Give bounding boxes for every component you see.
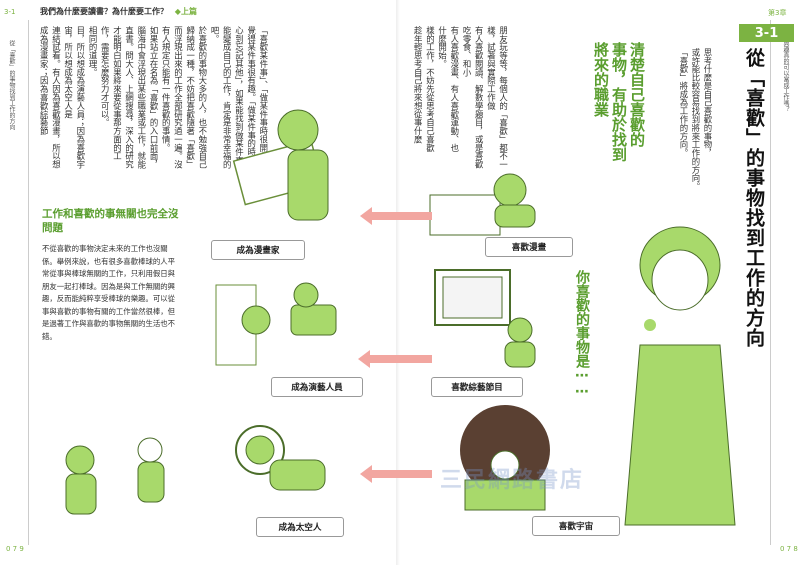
body-paragraph: 趁年輕思考自己將來想從事什麼 xyxy=(413,26,424,144)
manga-artist-illustration xyxy=(232,109,329,221)
page-title: 從「喜歡」的事物找到工作的方向 xyxy=(743,48,765,348)
body-paragraph: 「喜歡某件事」、「做某件事時很開心」，覺得某件事很有趣。「做某件事的時候專心到忘… xyxy=(210,26,269,173)
right-side-caption: 興趣真的可以當成工作嗎？ xyxy=(782,40,789,112)
caption-like-manga: 喜歡漫畫 xyxy=(485,237,573,257)
body-paragraph: 什麼開始。 xyxy=(437,26,448,68)
subtitle: 思考什麼是自己喜歡的事物， 或許能比較容易找到將來工作的方向。 「喜歡」將成為工… xyxy=(678,48,714,198)
side-note-box: 工作和喜歡的事無關也完全沒問題 不從喜歡的事物決定未來的工作也沒關係。舉例來說，… xyxy=(42,207,182,472)
body-paragraph: 有人喜歡閱讀、解數學題目，或是喜歡吃零食、和小 xyxy=(462,26,485,169)
body-text: 「喜歡某件事」、「做某件事時很開心」，覺得某件事很有趣。「做某件事的時候專心到忘… xyxy=(38,26,270,176)
subtitle-line: 思考什麼是自己喜歡的事物， xyxy=(703,48,713,158)
body-paragraph: 有人喜歡漫畫、有人喜歡運動、也 xyxy=(449,26,460,152)
left-page: 3-1 從「喜歡」的事物找到工作的方向 我們為什麼要讀書？為什麼要工作？ ◆上篇… xyxy=(4,6,363,553)
caption-like-variety: 喜歡綜藝節目 xyxy=(431,377,523,397)
astronaut-illustration xyxy=(235,425,326,491)
side-note-title: 工作和喜歡的事無關也完全沒問題 xyxy=(42,208,179,234)
body-paragraph: 朋友玩等等，每個人的「喜歡」都不一樣，試著與實際工作做 xyxy=(486,26,509,169)
heading-line: 事物，有助於找到 xyxy=(610,42,628,162)
body-text-right: 朋友玩等等，每個人的「喜歡」都不一樣，試著與實際工作做 有人喜歡閱讀、解數學題目… xyxy=(412,26,510,176)
left-side-caption: 從「喜歡」的事物找到工作的方向 xyxy=(8,40,15,130)
question-text: 你喜歡的事物是⋯⋯ xyxy=(574,270,590,400)
entertainer-illustration xyxy=(215,282,337,366)
body-paragraph: 樣的工作，不妨先從思考自己喜歡 xyxy=(425,26,436,152)
caption-like-space: 喜歡宇宙 xyxy=(532,516,620,536)
side-note-text: 不從喜歡的事物決定未來的工作也沒關係。舉例來說，也有很多喜歡棒球的人平常從事與棒… xyxy=(42,244,176,341)
left-side-strip xyxy=(14,20,29,545)
caption-manga-artist: 成為漫畫家 xyxy=(211,240,305,260)
space-book-illustration xyxy=(460,405,550,511)
reading-manga-illustration xyxy=(429,173,536,236)
girl-illustration xyxy=(624,226,736,526)
watching-tv-illustration xyxy=(434,269,536,368)
section-heading: 清楚自己喜歡的 事物，有助於找到 將來的職業 xyxy=(592,42,646,192)
right-side-strip xyxy=(770,20,785,545)
body-paragraph: 如果站立在名為「喜歡」的入口前面，腦海中會浮現出某些職業或工作，就能直書。問大人… xyxy=(100,26,160,169)
body-paragraph: 連結試看。有人因為喜歡漫畫，所以想成為漫畫家；因為喜歡綜藝節 xyxy=(39,26,62,169)
arrow-manga xyxy=(360,207,432,225)
body-paragraph: 目，所以想成為演藝人員；因為喜歡宇宙，所以想成為太空人是 xyxy=(63,26,86,169)
heading-line: 將來的職業 xyxy=(592,42,610,117)
body-paragraph: 相同的道理。 xyxy=(88,26,99,77)
caption-astronaut: 成為太空人 xyxy=(256,517,344,537)
running-header: 我們為什麼要讀書？為什麼要工作？ ◆上篇 xyxy=(40,6,197,17)
watermark: 三民網路書店 xyxy=(440,468,585,493)
subtitle-line: 或許能比較容易找到將來工作的方向。 xyxy=(691,48,701,191)
caption-entertainer: 成為演藝人員 xyxy=(271,377,363,397)
right-side-tab: 第3章 xyxy=(768,9,787,17)
arrow-variety xyxy=(358,350,432,368)
arrow-space xyxy=(360,465,432,483)
body-paragraph: 於喜歡的事物大多的人，也不勉強自己歸納成一種，不妨把喜歡隨著「喜歡」而浮現出來的… xyxy=(161,26,208,169)
running-title: 我們為什麼要讀書？為什麼要工作？ xyxy=(40,7,168,16)
baseball-illustration xyxy=(65,437,165,515)
left-side-tab: 3-1 xyxy=(4,8,16,16)
section-badge: 3-1 xyxy=(739,24,794,42)
right-page-number: 0 7 8 xyxy=(780,545,798,553)
subtitle-line: 「喜歡」將成為工作的方向。 xyxy=(679,48,689,158)
heading-line: 清楚自己喜歡的 xyxy=(628,42,646,147)
left-page-number: 0 7 9 xyxy=(6,545,24,553)
chapter-tag: ◆上篇 xyxy=(174,7,197,16)
